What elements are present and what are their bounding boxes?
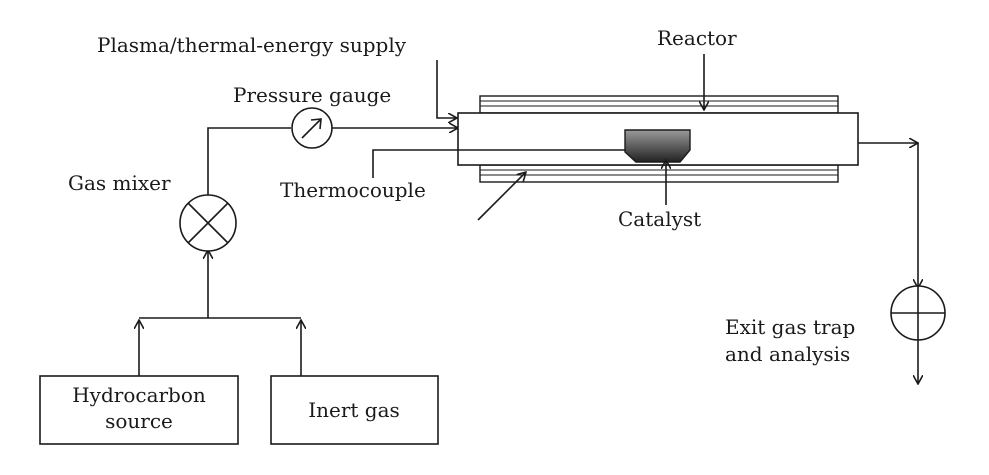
pressure-gauge-symbol: [291, 107, 333, 149]
mixer-to-gauge-line: [207, 127, 291, 195]
catalyst-boat: [624, 129, 691, 163]
gas-mixer-symbol: [179, 194, 237, 252]
inert-gas-label: Inert gas: [308, 398, 400, 422]
reactor-jacket-top: [479, 95, 839, 114]
thermocouple-probe: [372, 149, 625, 178]
reactor-jacket-bottom: [479, 164, 839, 183]
plasma-supply-label: Plasma/thermal-energy supply: [97, 33, 407, 57]
hydrocarbon-source-box: Hydrocarbon source: [39, 375, 239, 445]
pressure-gauge-label: Pressure gauge: [233, 83, 391, 107]
exit-gas-trap-symbol: [890, 285, 946, 341]
inert-gas-box: Inert gas: [270, 375, 439, 445]
reactor-label: Reactor: [657, 26, 737, 50]
hydrocarbon-source-label-line1: Hydrocarbon: [72, 383, 206, 407]
jacket-pointer: [477, 172, 526, 221]
exit-gas-trap-label-line2: and analysis: [725, 342, 850, 366]
gas-mixer-label: Gas mixer: [68, 171, 171, 195]
catalyst-label: Catalyst: [618, 207, 701, 231]
plasma-supply-pointer: [436, 60, 457, 118]
exit-gas-trap-label-line1: Exit gas trap: [725, 315, 855, 339]
thermocouple-label: Thermocouple: [280, 178, 426, 202]
hydrocarbon-source-label-line2: source: [105, 409, 173, 433]
